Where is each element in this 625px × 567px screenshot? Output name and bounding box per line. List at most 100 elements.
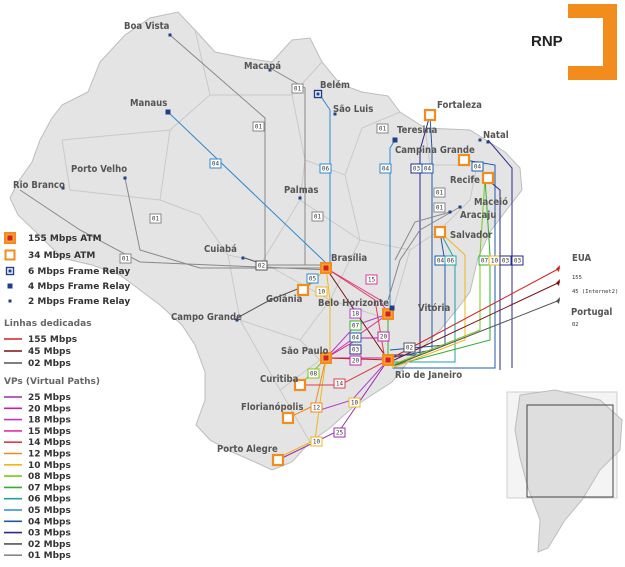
network-link: [19, 189, 331, 271]
link-tag: 04: [209, 158, 222, 169]
svg-text:18: 18: [352, 311, 360, 318]
link-tag: 07: [349, 320, 362, 331]
city-label-maceio: Maceió: [474, 197, 508, 208]
link-tag: 18: [349, 308, 362, 319]
node-macapa[interactable]: [268, 68, 272, 72]
svg-text:01: 01: [255, 124, 263, 131]
city-label-porto-velho: Porto Velho: [71, 164, 127, 175]
node-manaus[interactable]: [165, 109, 171, 115]
node-boa-vista[interactable]: [168, 33, 172, 37]
link-tag: 03: [410, 163, 423, 174]
legend-vp-label: 05 Mbps: [28, 506, 71, 516]
node-campo-grande[interactable]: [235, 318, 239, 322]
svg-text:01: 01: [152, 216, 160, 223]
city-label-macapa: Macapá: [244, 61, 281, 72]
city-labels: Boa Vista Macapá Belém Manaus São Luis F…: [13, 21, 509, 455]
network-link: [391, 177, 491, 367]
network-link: [319, 94, 331, 262]
svg-text:10: 10: [313, 439, 321, 446]
link-tag: 04: [349, 332, 362, 343]
link-tag: 01: [291, 83, 304, 94]
svg-text:10: 10: [318, 289, 326, 296]
svg-text:02: 02: [406, 345, 414, 352]
city-label-campo-grande: Campo Grande: [171, 312, 242, 323]
legend-vp-label: 03 Mbps: [28, 529, 71, 539]
node-belo-horizonte[interactable]: [382, 308, 394, 320]
svg-text:04: 04: [424, 166, 432, 173]
node-belem[interactable]: [313, 89, 323, 99]
portugal-02-label: 02: [572, 322, 579, 328]
node-teresina[interactable]: [392, 137, 398, 143]
svg-text:04: 04: [212, 161, 220, 168]
node-goiania[interactable]: [296, 283, 310, 297]
svg-text:03: 03: [352, 347, 360, 354]
legend-dedicated-title: Linhas dedicadas: [4, 319, 92, 329]
node-sao-paulo[interactable]: [320, 352, 332, 364]
svg-text:06: 06: [322, 166, 330, 173]
link-tag: 15: [365, 274, 378, 285]
atm-155-icon: [4, 232, 16, 244]
node-porto-alegre[interactable]: [271, 453, 285, 467]
svg-text:14: 14: [336, 381, 344, 388]
city-label-boa-vista: Boa Vista: [124, 21, 170, 32]
node-vitoria[interactable]: [389, 305, 395, 311]
legend-vp-label: 20 Mbps: [28, 404, 71, 414]
network-link: [387, 206, 461, 301]
network-link: [390, 231, 456, 363]
node-maceio[interactable]: [458, 205, 462, 209]
city-label-rio-branco: Rio Branco: [13, 180, 65, 191]
network-links: [19, 34, 561, 461]
link-tag: 05: [306, 273, 319, 284]
link-tag: 08: [307, 368, 320, 379]
node-natal[interactable]: [478, 138, 482, 142]
city-label-vitoria: Vitória: [418, 303, 450, 314]
link-tag: 10: [348, 397, 361, 408]
city-label-fortaleza: Fortaleza: [437, 100, 482, 111]
eua-label: EUA: [572, 253, 591, 264]
legend-vp-label: 04 Mbps: [28, 517, 71, 527]
node-salvador[interactable]: [433, 225, 447, 239]
network-link: [387, 267, 561, 361]
legend-node-label: 2 Mbps Frame Relay: [28, 297, 130, 307]
legend-vp-label: 25 Mbps: [28, 393, 71, 403]
node-porto-velho[interactable]: [123, 176, 127, 180]
link-tag: 10: [310, 436, 323, 447]
south-america-inset: [506, 389, 623, 553]
node-cuiaba[interactable]: [241, 256, 245, 260]
city-label-florianopolis: Florianópolis: [241, 402, 303, 413]
city-label-goiania: Goiânia: [266, 294, 303, 305]
city-label-sao-luis: São Luis: [333, 104, 373, 115]
eua-155-label: 155: [572, 275, 582, 281]
node-campina-grande[interactable]: [457, 153, 471, 167]
link-tag: 12: [310, 402, 323, 413]
node-sao-luis[interactable]: [333, 112, 337, 116]
link-tag: 04: [421, 163, 434, 174]
node-curitiba[interactable]: [293, 378, 307, 392]
link-tag: 06: [319, 163, 332, 174]
node-palmas[interactable]: [298, 196, 302, 200]
link-tag: 04: [471, 161, 484, 172]
link-arrow: [556, 279, 560, 286]
link-tag: 03: [349, 344, 362, 355]
link-tag: 20: [349, 355, 362, 366]
node-rio-branco[interactable]: [61, 186, 65, 190]
node-recife[interactable]: [481, 171, 495, 185]
node-brasilia[interactable]: [320, 262, 332, 274]
legend: Linhas dedicadas VPs (Virtual Paths) 155…: [4, 232, 130, 561]
legend-vp-label: 06 Mbps: [28, 495, 71, 505]
link-tag: 06: [444, 255, 457, 266]
node-florianopolis[interactable]: [281, 411, 295, 425]
rnp-logo-mark: [568, 4, 617, 80]
network-link: [391, 177, 486, 366]
svg-text:06: 06: [447, 258, 455, 265]
node-aracaju[interactable]: [448, 210, 452, 214]
link-tag: 01: [252, 121, 265, 132]
svg-text:04: 04: [437, 258, 445, 265]
city-label-manaus: Manaus: [130, 98, 167, 109]
node-rio-de-janeiro[interactable]: [382, 354, 394, 366]
node-natal-link[interactable]: [486, 140, 490, 144]
node-fortaleza[interactable]: [423, 108, 437, 122]
svg-text:01: 01: [314, 214, 322, 221]
